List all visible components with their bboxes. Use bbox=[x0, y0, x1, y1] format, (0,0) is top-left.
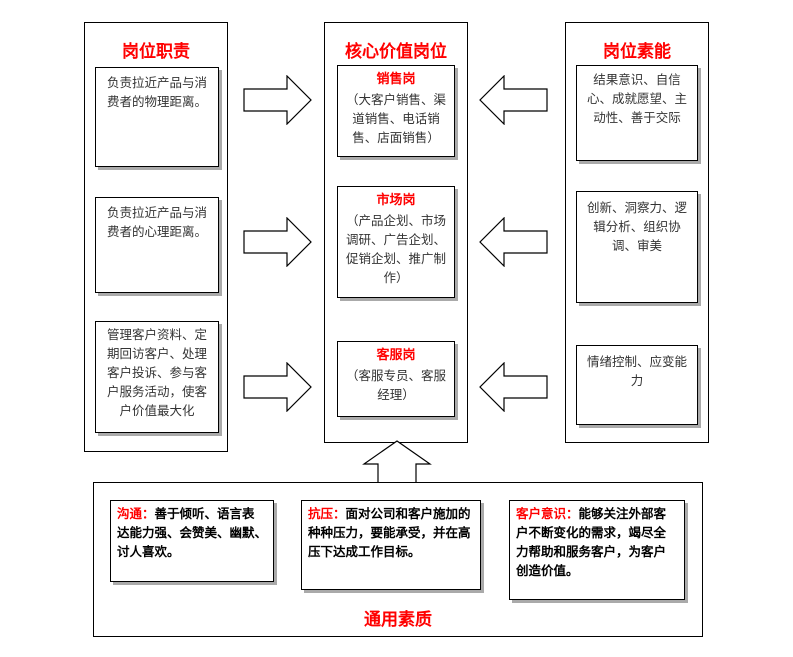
role-name-service: 客服岗 bbox=[376, 348, 416, 363]
quality-head-communication: 沟通： bbox=[117, 506, 155, 521]
quality-box-customer: 客户意识：能够关注外部客户不断变化的需求，竭尽全力帮助和服务客户，为客户创造价值… bbox=[509, 500, 685, 600]
competency-box-2: 创新、洞察力、逻辑分析、组织协调、审美 bbox=[576, 191, 698, 303]
competency-text-3: 情绪控制、应变能力 bbox=[586, 354, 687, 388]
duty-text-1: 负责拉近产品与消费者的物理距离。 bbox=[106, 75, 207, 109]
role-box-service: 客服岗 （客服专员、客服经理） bbox=[337, 341, 455, 417]
quality-text-pressure: 面对公司和客户施加的种种压力，要能承受，并在高压下达成工作目标。 bbox=[308, 506, 471, 559]
competency-title: 岗位素能 bbox=[603, 42, 671, 62]
role-name-sales: 销售岗 bbox=[376, 72, 416, 87]
core-positions-title: 核心价值岗位 bbox=[345, 42, 447, 62]
arrow-left-icon bbox=[479, 217, 548, 267]
general-qualities-panel: 沟通：善于倾听、语言表达能力强、会赞美、幽默、讨人喜欢。 抗压：面对公司和客户施… bbox=[93, 482, 703, 637]
competency-box-1: 结果意识、自信心、成就愿望、主动性、善于交际 bbox=[576, 65, 698, 161]
duty-box-2: 负责拉近产品与消费者的心理距离。 bbox=[95, 197, 219, 293]
duty-text-3: 管理客户资料、定期回访客户、处理客户投诉、参与客户服务活动，使客户价值最大化 bbox=[106, 327, 207, 418]
quality-box-pressure: 抗压：面对公司和客户施加的种种压力，要能承受，并在高压下达成工作目标。 bbox=[301, 500, 481, 590]
duty-text-2: 负责拉近产品与消费者的心理距离。 bbox=[106, 205, 207, 239]
core-positions-panel: 核心价值岗位 销售岗 （大客户销售、渠道销售、电话销售、店面销售） 市场岗 （产… bbox=[324, 22, 468, 443]
quality-head-customer: 客户意识： bbox=[516, 506, 579, 521]
competency-text-2: 创新、洞察力、逻辑分析、组织协调、审美 bbox=[586, 200, 687, 253]
duties-panel: 岗位职责 负责拉近产品与消费者的物理距离。 负责拉近产品与消费者的心理距离。 管… bbox=[84, 22, 228, 452]
competency-text-1: 结果意识、自信心、成就愿望、主动性、善于交际 bbox=[586, 72, 687, 125]
role-desc-service: （客服专员、客服经理） bbox=[345, 368, 446, 402]
duties-title: 岗位职责 bbox=[122, 42, 190, 62]
arrow-right-icon bbox=[243, 362, 312, 412]
arrow-right-icon bbox=[243, 217, 312, 267]
role-box-marketing: 市场岗 （产品企划、市场调研、广告企划、促销企划、推广制作） bbox=[337, 186, 455, 298]
duty-box-3: 管理客户资料、定期回访客户、处理客户投诉、参与客户服务活动，使客户价值最大化 bbox=[95, 321, 219, 433]
role-box-sales: 销售岗 （大客户销售、渠道销售、电话销售、店面销售） bbox=[337, 65, 455, 157]
quality-text-customer: 能够关注外部客户不断变化的需求，竭尽全力帮助和服务客户，为客户创造价值。 bbox=[516, 506, 667, 578]
role-desc-sales: （大客户销售、渠道销售、电话销售、店面销售） bbox=[345, 92, 446, 145]
arrow-left-icon bbox=[479, 75, 548, 125]
arrow-right-icon bbox=[243, 75, 312, 125]
duty-box-1: 负责拉近产品与消费者的物理距离。 bbox=[95, 67, 219, 167]
general-qualities-title: 通用素质 bbox=[364, 610, 432, 630]
competency-box-3: 情绪控制、应变能力 bbox=[576, 345, 698, 425]
arrow-left-icon bbox=[479, 362, 548, 412]
quality-box-communication: 沟通：善于倾听、语言表达能力强、会赞美、幽默、讨人喜欢。 bbox=[110, 500, 274, 582]
role-name-marketing: 市场岗 bbox=[376, 193, 416, 208]
competency-panel: 岗位素能 结果意识、自信心、成就愿望、主动性、善于交际 创新、洞察力、逻辑分析、… bbox=[565, 22, 709, 443]
quality-text-communication: 善于倾听、语言表达能力强、会赞美、幽默、讨人喜欢。 bbox=[117, 506, 268, 559]
role-desc-marketing: （产品企划、市场调研、广告企划、促销企划、推广制作） bbox=[345, 213, 446, 285]
quality-head-pressure: 抗压： bbox=[308, 506, 346, 521]
